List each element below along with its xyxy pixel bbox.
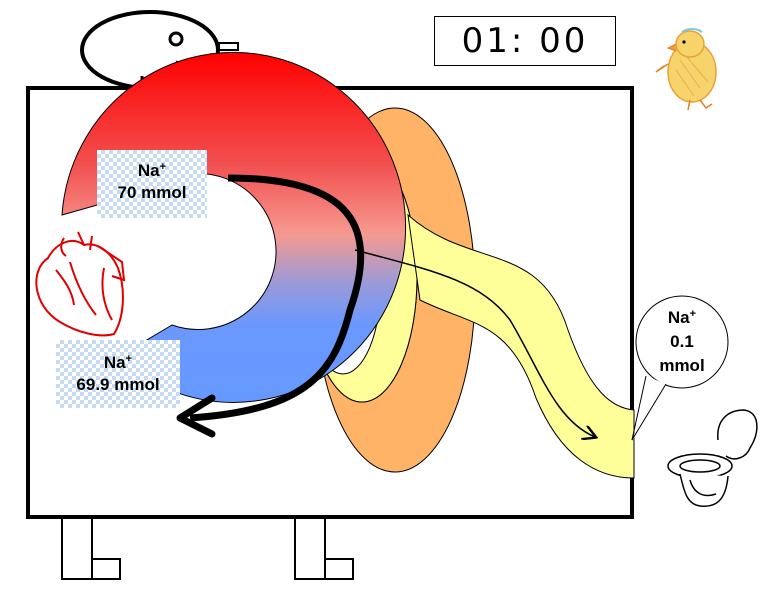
filtrate-flow-arrow [354, 249, 595, 437]
chick-icon [655, 28, 717, 111]
blood-flow-arrow [189, 174, 365, 422]
venous-sodium-amount: 69.9 mmol [76, 375, 160, 394]
ion-symbol: Na [103, 353, 126, 372]
ion-charge: + [159, 161, 167, 173]
blood-flow-arrowhead [176, 394, 216, 438]
timer-display: 01: 00 [434, 16, 616, 66]
ion-symbol: Na [137, 161, 160, 180]
urine-sodium-label: Na+ 0.1 mmol [642, 306, 722, 378]
ion-charge: + [689, 308, 697, 320]
toilet-icon [667, 409, 758, 508]
venous-sodium-label: Na+ 69.9 mmol [56, 340, 180, 408]
urine-sodium-amount: 0.1 [670, 332, 694, 351]
legs [61, 516, 354, 580]
heart-icon [35, 231, 126, 337]
ion-charge: + [125, 353, 133, 365]
ion-symbol: Na [667, 308, 690, 327]
arterial-sodium-amount: 70 mmol [117, 183, 187, 202]
urine-speech-bubble [631, 295, 729, 441]
urine-sodium-unit: mmol [659, 356, 705, 375]
arterial-sodium-label: Na+ 70 mmol [97, 150, 207, 218]
